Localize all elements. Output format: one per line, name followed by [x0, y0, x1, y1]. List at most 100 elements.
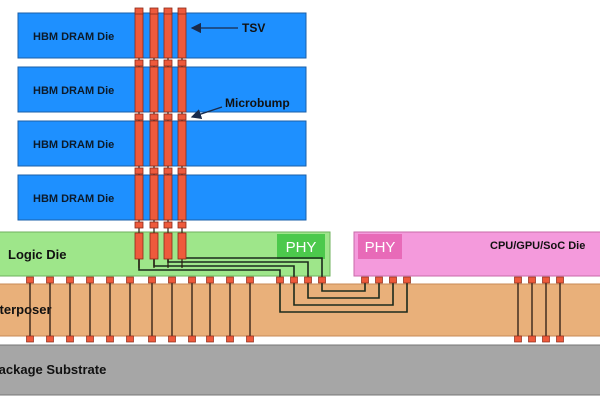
phy-bump: [290, 276, 298, 284]
tsv: [149, 174, 159, 221]
microbump-annotation: Microbump: [190, 96, 290, 120]
tsv: [134, 120, 144, 167]
phy-bump: [375, 276, 383, 284]
tsv: [134, 174, 144, 221]
dram-die-4: [17, 174, 307, 221]
interposer-bump: [528, 276, 536, 284]
interposer-bump: [556, 276, 564, 284]
c4-bump: [246, 335, 254, 343]
microbump: [163, 7, 173, 15]
microbump-label: Microbump: [225, 96, 290, 110]
processor-die-label: CPU/GPU/SoC Die: [490, 240, 585, 252]
interposer-bump: [106, 276, 114, 284]
microbump: [163, 167, 173, 175]
interposer-bump: [66, 276, 74, 284]
c4-bump: [188, 335, 196, 343]
interposer-bump: [86, 276, 94, 284]
c4-bump: [126, 335, 134, 343]
microbump: [149, 113, 159, 121]
dram-die-3: [17, 120, 307, 167]
c4-bump: [106, 335, 114, 343]
processor-phy-label: PHY: [365, 239, 396, 256]
tsv: [149, 12, 159, 59]
tsv: [149, 232, 159, 260]
interposer-bump: [246, 276, 254, 284]
tsv: [163, 66, 173, 113]
microbump: [177, 7, 187, 15]
phy-bump: [276, 276, 284, 284]
dram-die-2-label: HBM DRAM Die: [33, 85, 114, 97]
tsv: [177, 66, 187, 113]
interposer-bump: [148, 276, 156, 284]
package-substrate: Package Substrate: [0, 344, 600, 396]
c4-bump: [26, 335, 34, 343]
interposer-bump: [126, 276, 134, 284]
phy-to-phy-wire: [293, 283, 394, 306]
interposer-bump: [188, 276, 196, 284]
dram-die-1: [17, 12, 307, 59]
bump-layer: [26, 7, 564, 343]
microbump: [134, 7, 144, 15]
c4-bump: [148, 335, 156, 343]
tsv-columns: [134, 10, 187, 268]
tsv: [134, 232, 144, 260]
microbump: [163, 59, 173, 67]
c4-bump: [514, 335, 522, 343]
phy-bump: [389, 276, 397, 284]
interposer-bump: [226, 276, 234, 284]
tsv: [134, 66, 144, 113]
tsv: [177, 232, 187, 260]
tsv: [149, 66, 159, 113]
microbump: [149, 59, 159, 67]
tsv: [163, 232, 173, 260]
phy-to-phy-wire: [321, 283, 366, 292]
phy-bump: [304, 276, 312, 284]
c4-bump: [542, 335, 550, 343]
logic-phy-block: [277, 234, 325, 259]
tsv: [177, 174, 187, 221]
c4-bump: [46, 335, 54, 343]
tsv-label: TSV: [242, 21, 265, 35]
c4-bump: [168, 335, 176, 343]
phy-bump: [318, 276, 326, 284]
interposer-bump: [514, 276, 522, 284]
phy-bump: [403, 276, 411, 284]
microbump: [149, 167, 159, 175]
interposer-bump: [206, 276, 214, 284]
c4-bump: [66, 335, 74, 343]
phy-to-phy-wire: [279, 283, 408, 313]
interposer-label: Interposer: [0, 302, 52, 317]
interposer-bump: [542, 276, 550, 284]
c4-bump: [528, 335, 536, 343]
logic-die-label: Logic Die: [8, 247, 67, 262]
tsv: [177, 120, 187, 167]
microbump: [177, 59, 187, 67]
microbump: [134, 167, 144, 175]
tsv-annotation: TSV: [190, 21, 265, 35]
dram-die-1-label: HBM DRAM Die: [33, 31, 114, 43]
tsv: [163, 12, 173, 59]
tsv: [134, 12, 144, 59]
phy-to-phy-wire: [307, 283, 380, 299]
c4-bump: [206, 335, 214, 343]
microbump: [134, 113, 144, 121]
microbump: [134, 59, 144, 67]
microbump: [134, 221, 144, 229]
dram-die-4-label: HBM DRAM Die: [33, 193, 114, 205]
microbump: [177, 221, 187, 229]
tsv: [177, 12, 187, 59]
microbump: [177, 113, 187, 121]
microbump: [149, 7, 159, 15]
processor-die: PHY CPU/GPU/SoC Die: [353, 231, 600, 277]
interposer: Interposer: [0, 283, 600, 337]
phy-bump: [361, 276, 369, 284]
tsv: [163, 120, 173, 167]
c4-bump: [86, 335, 94, 343]
dram-die-3-label: HBM DRAM Die: [33, 139, 114, 151]
microbump-arrow: [190, 106, 223, 120]
microbump: [163, 221, 173, 229]
interposer-bump: [26, 276, 34, 284]
microbump: [149, 221, 159, 229]
package-substrate-label: Package Substrate: [0, 362, 106, 377]
dram-stack: HBM DRAM Die HBM DRAM Die HBM DRAM Die H…: [17, 12, 307, 221]
